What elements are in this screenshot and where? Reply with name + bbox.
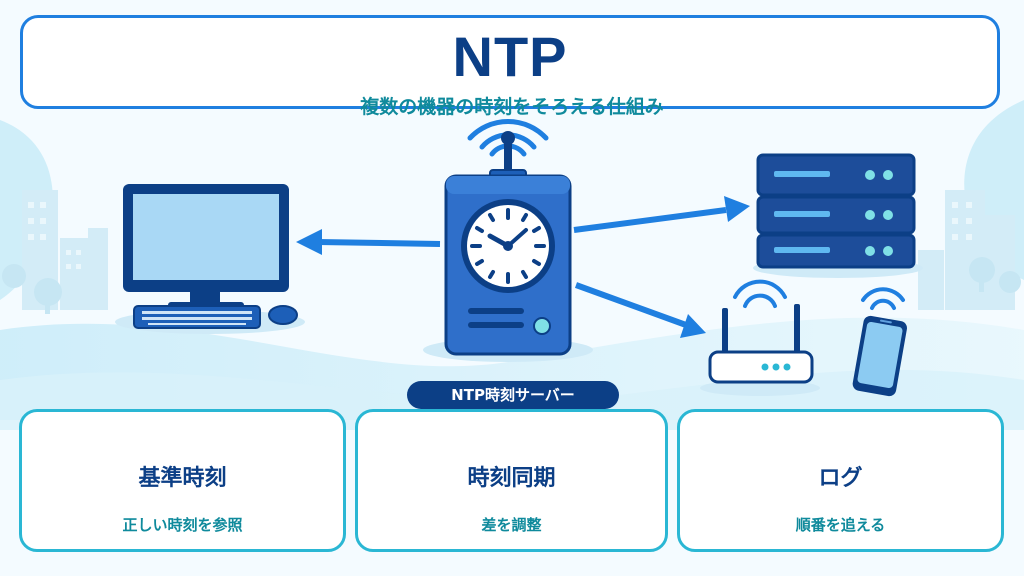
arrow-to-computer: [296, 229, 441, 255]
computer-icon: [115, 184, 305, 334]
card-time-sync: 時刻同期 差を調整: [355, 409, 668, 552]
card-log: ログ 順番を追える: [677, 409, 1004, 552]
card-reference-time: 基準時刻 正しい時刻を参照: [19, 409, 346, 552]
ntp-server-label: NTP時刻サーバー: [407, 381, 619, 409]
smartphone-icon: [852, 287, 907, 397]
page-title: NTP: [452, 25, 568, 88]
card-title: 基準時刻: [138, 466, 227, 491]
server-rack-icon: [753, 153, 923, 278]
card-title: 時刻同期: [467, 466, 556, 491]
card-description: 順番を追える: [795, 516, 886, 534]
card-description: 正しい時刻を参照: [122, 516, 243, 534]
page-subtitle: 複数の機器の時刻をそろえる仕組み: [360, 96, 664, 118]
city-buildings-right: [918, 190, 1021, 310]
arrow-to-router: [574, 282, 706, 338]
title-box: NTP: [20, 15, 1000, 109]
ntp-server-icon: [423, 119, 593, 362]
arrow-to-server-rack: [573, 196, 750, 233]
city-buildings-left: [2, 190, 108, 314]
card-title: ログ: [818, 466, 863, 491]
router-icon: [700, 279, 820, 396]
card-description: 差を調整: [481, 516, 542, 534]
